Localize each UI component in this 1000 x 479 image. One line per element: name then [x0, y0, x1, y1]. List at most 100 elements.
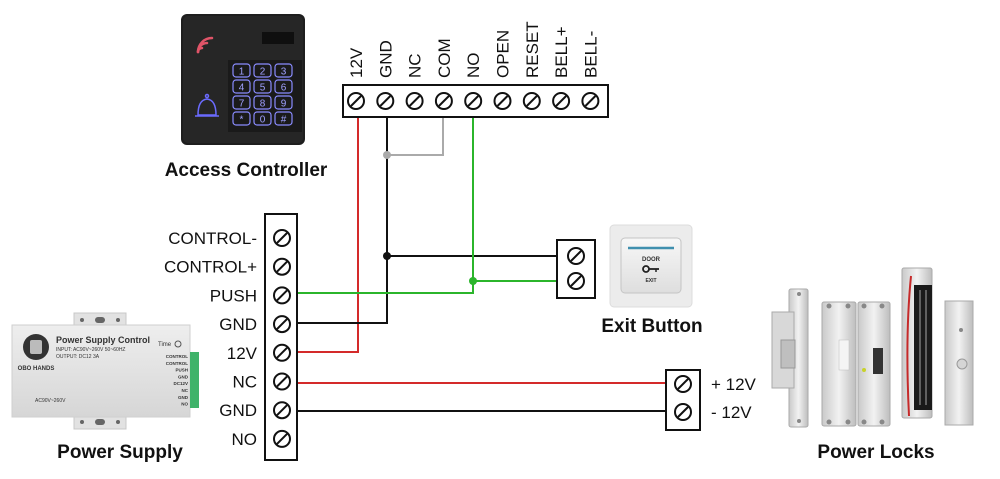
psu-terminal-block: [264, 213, 298, 461]
keypad: 1 2 3 4 5 6 7 8 9 * 0 #: [232, 63, 293, 126]
psu-terminal-label: GND: [219, 315, 257, 334]
keypad-key: 7: [232, 95, 251, 110]
psu-device-terminal-label: PUSH: [175, 368, 188, 373]
svg-text:4: 4: [239, 83, 245, 94]
wire-gray-com: [387, 117, 444, 156]
psu-device-terminal-label: GND: [178, 395, 189, 400]
keypad-key: 6: [274, 79, 293, 94]
psu-terminal-screw: [273, 343, 291, 362]
keypad-key: 4: [232, 79, 251, 94]
psu-terminal-label: PUSH: [210, 286, 257, 305]
psu-device-terminal-label: GND: [178, 374, 189, 379]
keypad-key: 2: [253, 63, 272, 78]
svg-text:1: 1: [239, 67, 245, 78]
svg-text:2: 2: [260, 67, 266, 78]
psu-device-terminal-label: CONTROL: [166, 361, 188, 366]
access-controller-device: 1 2 3 4 5 6 7 8 9 * 0 #: [181, 14, 305, 145]
psu-terminal-label: NC: [232, 373, 257, 392]
keypad-key: 3: [274, 63, 293, 78]
psu-terminal-label: 12V: [227, 344, 258, 363]
junction-gray: [383, 151, 391, 159]
controller-terminal-label: RESET: [523, 21, 542, 78]
wire-red-12v: [297, 117, 359, 353]
keypad-key: #: [274, 111, 293, 126]
exit-face-bottom: EXIT: [645, 278, 656, 284]
controller-terminal-label: COM: [435, 38, 454, 78]
psu-device-output: OUTPUT: DC12 3A: [56, 354, 100, 360]
psu-terminal-label: CONTROL-: [168, 229, 257, 248]
psu-terminal-screw: [273, 315, 291, 334]
controller-terminal-screw: [464, 92, 483, 110]
psu-device-label: Power Supply Control: [56, 335, 150, 345]
controller-terminal-screw: [347, 92, 365, 110]
psu-terminal-screw: [273, 257, 291, 276]
exit-terminal-2: [567, 272, 585, 290]
lock-label-minus: - 12V: [711, 403, 752, 422]
keypad-key: 1: [232, 63, 251, 78]
controller-terminal-label: GND: [376, 40, 395, 78]
psu-terminal-label: CONTROL+: [164, 258, 257, 277]
svg-text:7: 7: [239, 99, 245, 110]
power-locks-title: Power Locks: [817, 442, 934, 463]
access-controller-title: Access Controller: [165, 160, 328, 181]
controller-terminal-label: OPEN: [494, 30, 513, 78]
psu-terminal-label: GND: [219, 401, 257, 420]
wires: [297, 117, 666, 412]
controller-terminal-label: BELL+: [552, 26, 571, 78]
psu-brand: OBO HANDS: [18, 366, 55, 372]
controller-terminal-screw: [493, 92, 512, 110]
power-supply: OBO HANDS Power Supply Control INPUT: AC…: [11, 213, 298, 463]
lock-label-plus: + 12V: [711, 375, 757, 394]
controller-terminal-label: BELL-: [581, 31, 600, 78]
junction-black: [383, 252, 391, 260]
keypad-key: 8: [253, 95, 272, 110]
svg-text:*: *: [240, 115, 244, 126]
magnetic-lock: [901, 267, 974, 426]
controller-terminal-screw: [552, 92, 571, 110]
power-supply-device: OBO HANDS Power Supply Control INPUT: AC…: [11, 312, 199, 430]
controller-terminal-screw: [376, 92, 395, 110]
bell-icon: [195, 93, 219, 117]
exit-terminal-1: [567, 247, 585, 265]
exit-button: DOOR EXIT Exit Button: [556, 224, 703, 337]
psu-device-terminal-label: NO: [181, 402, 188, 407]
psu-terminal-screw: [273, 229, 291, 247]
controller-terminal-label: NC: [406, 53, 425, 78]
psu-time-label: Time: [158, 342, 172, 348]
svg-text:6: 6: [281, 83, 287, 94]
psu-device-terminal-label: DC12V: [173, 381, 188, 386]
wire-green-no: [297, 117, 474, 294]
svg-text:0: 0: [260, 115, 266, 126]
exit-face-top: DOOR: [642, 257, 661, 263]
psu-device-terminal-label: CONTROL: [166, 354, 188, 359]
exit-button-title: Exit Button: [601, 316, 702, 337]
svg-text:9: 9: [281, 99, 287, 110]
keypad-key: *: [232, 111, 251, 126]
psu-terminal-screw: [273, 372, 291, 391]
keypad-key: 9: [274, 95, 293, 110]
psu-ac-label: AC90V~260V: [35, 398, 66, 404]
psu-device-terminal-label: NC: [182, 388, 189, 393]
svg-text:3: 3: [281, 67, 287, 78]
lock-terminal-minus: [674, 403, 692, 421]
wire-black-gnd: [297, 117, 388, 324]
controller-terminal-screw: [434, 92, 453, 110]
psu-terminal-screw: [273, 286, 291, 305]
svg-text:5: 5: [260, 83, 266, 94]
wireless-icon: [196, 36, 214, 54]
svg-text:#: #: [281, 115, 287, 126]
svg-text:8: 8: [260, 99, 266, 110]
psu-terminal-screw: [273, 401, 291, 420]
psu-device-input: INPUT: AC90V~260V 50~60HZ: [56, 347, 126, 353]
psu-terminal-screw: [273, 429, 291, 448]
controller-terminal-screw: [405, 92, 424, 110]
keypad-key: 5: [253, 79, 272, 94]
electric-strike-lock: [771, 288, 809, 428]
lock-terminal-plus: [674, 375, 692, 393]
exit-button-device: DOOR EXIT: [609, 224, 693, 308]
